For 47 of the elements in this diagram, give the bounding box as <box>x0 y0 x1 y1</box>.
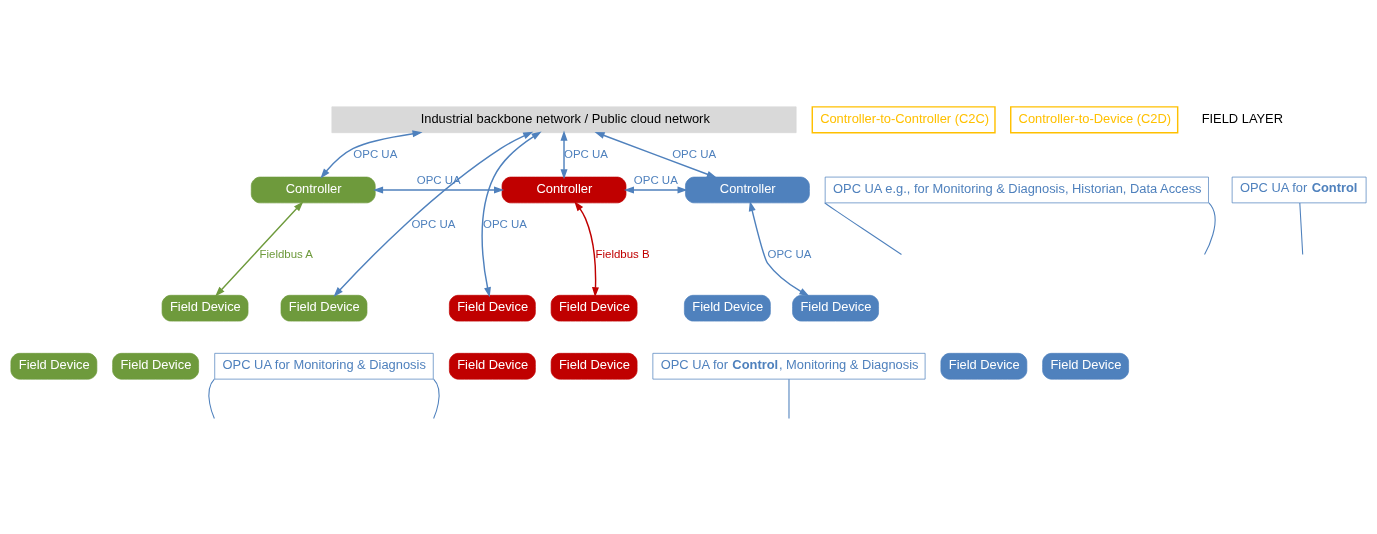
node-box: Field Device <box>112 352 199 380</box>
node-box: Field Device <box>161 294 249 322</box>
edge-label: Fieldbus A <box>259 247 313 260</box>
node-box: Controller <box>501 176 627 204</box>
connector <box>1299 202 1304 255</box>
label: FIELD LAYER <box>1201 110 1284 126</box>
node-box: Controller <box>250 176 376 204</box>
arrow <box>560 130 568 180</box>
connector <box>433 378 440 420</box>
node-box: Controller-to-Controller (C2C) <box>811 106 996 134</box>
arrow <box>215 201 304 297</box>
node-box: Field Device <box>449 294 536 322</box>
edge-label: OPC UA <box>767 247 812 260</box>
edge-label: OPC UA <box>353 147 398 160</box>
arrow <box>373 186 505 194</box>
edge-label: OPC UA <box>672 147 717 160</box>
arrow <box>594 131 717 178</box>
connector <box>788 378 790 420</box>
node-box: OPC UA for Monitoring & Diagnosis <box>214 352 434 380</box>
node-box: Controller-to-Device (C2D) <box>1010 106 1179 134</box>
node-box: Controller <box>685 176 810 204</box>
node-box: Field Device <box>792 294 879 322</box>
node-box: OPC UA for Control, Monitoring & Diagnosis <box>652 352 926 380</box>
arrow <box>574 201 599 298</box>
connector <box>1204 202 1216 255</box>
node-box: OPC UA e.g., for Monitoring & Diagnosis, Historian, Data Access <box>824 176 1209 204</box>
edge-label: OPC UA <box>483 217 527 230</box>
node-box: Field Device <box>550 352 638 380</box>
node-box: Field Device <box>10 352 98 380</box>
node-box: OPC UA for Control <box>1231 176 1367 204</box>
arrow <box>748 201 810 297</box>
edge-label: Fieldbus B <box>595 247 650 260</box>
node-box: Field Device <box>940 352 1028 380</box>
arrow <box>320 130 423 179</box>
connector <box>208 378 215 420</box>
arrow <box>481 131 542 298</box>
node-box: Field Device <box>550 294 638 322</box>
connector <box>824 202 902 255</box>
node-box: Field Device <box>1042 352 1129 380</box>
arrow <box>333 131 534 297</box>
arrow <box>623 186 688 194</box>
node-box: Field Device <box>684 294 771 322</box>
node-box: Industrial backbone network / Public cloud network <box>331 106 797 133</box>
node-box: Field Device <box>280 294 368 322</box>
edge-label: OPC UA <box>633 174 678 187</box>
edge-label: OPC UA <box>411 217 456 230</box>
node-box: Field Device <box>449 352 536 380</box>
